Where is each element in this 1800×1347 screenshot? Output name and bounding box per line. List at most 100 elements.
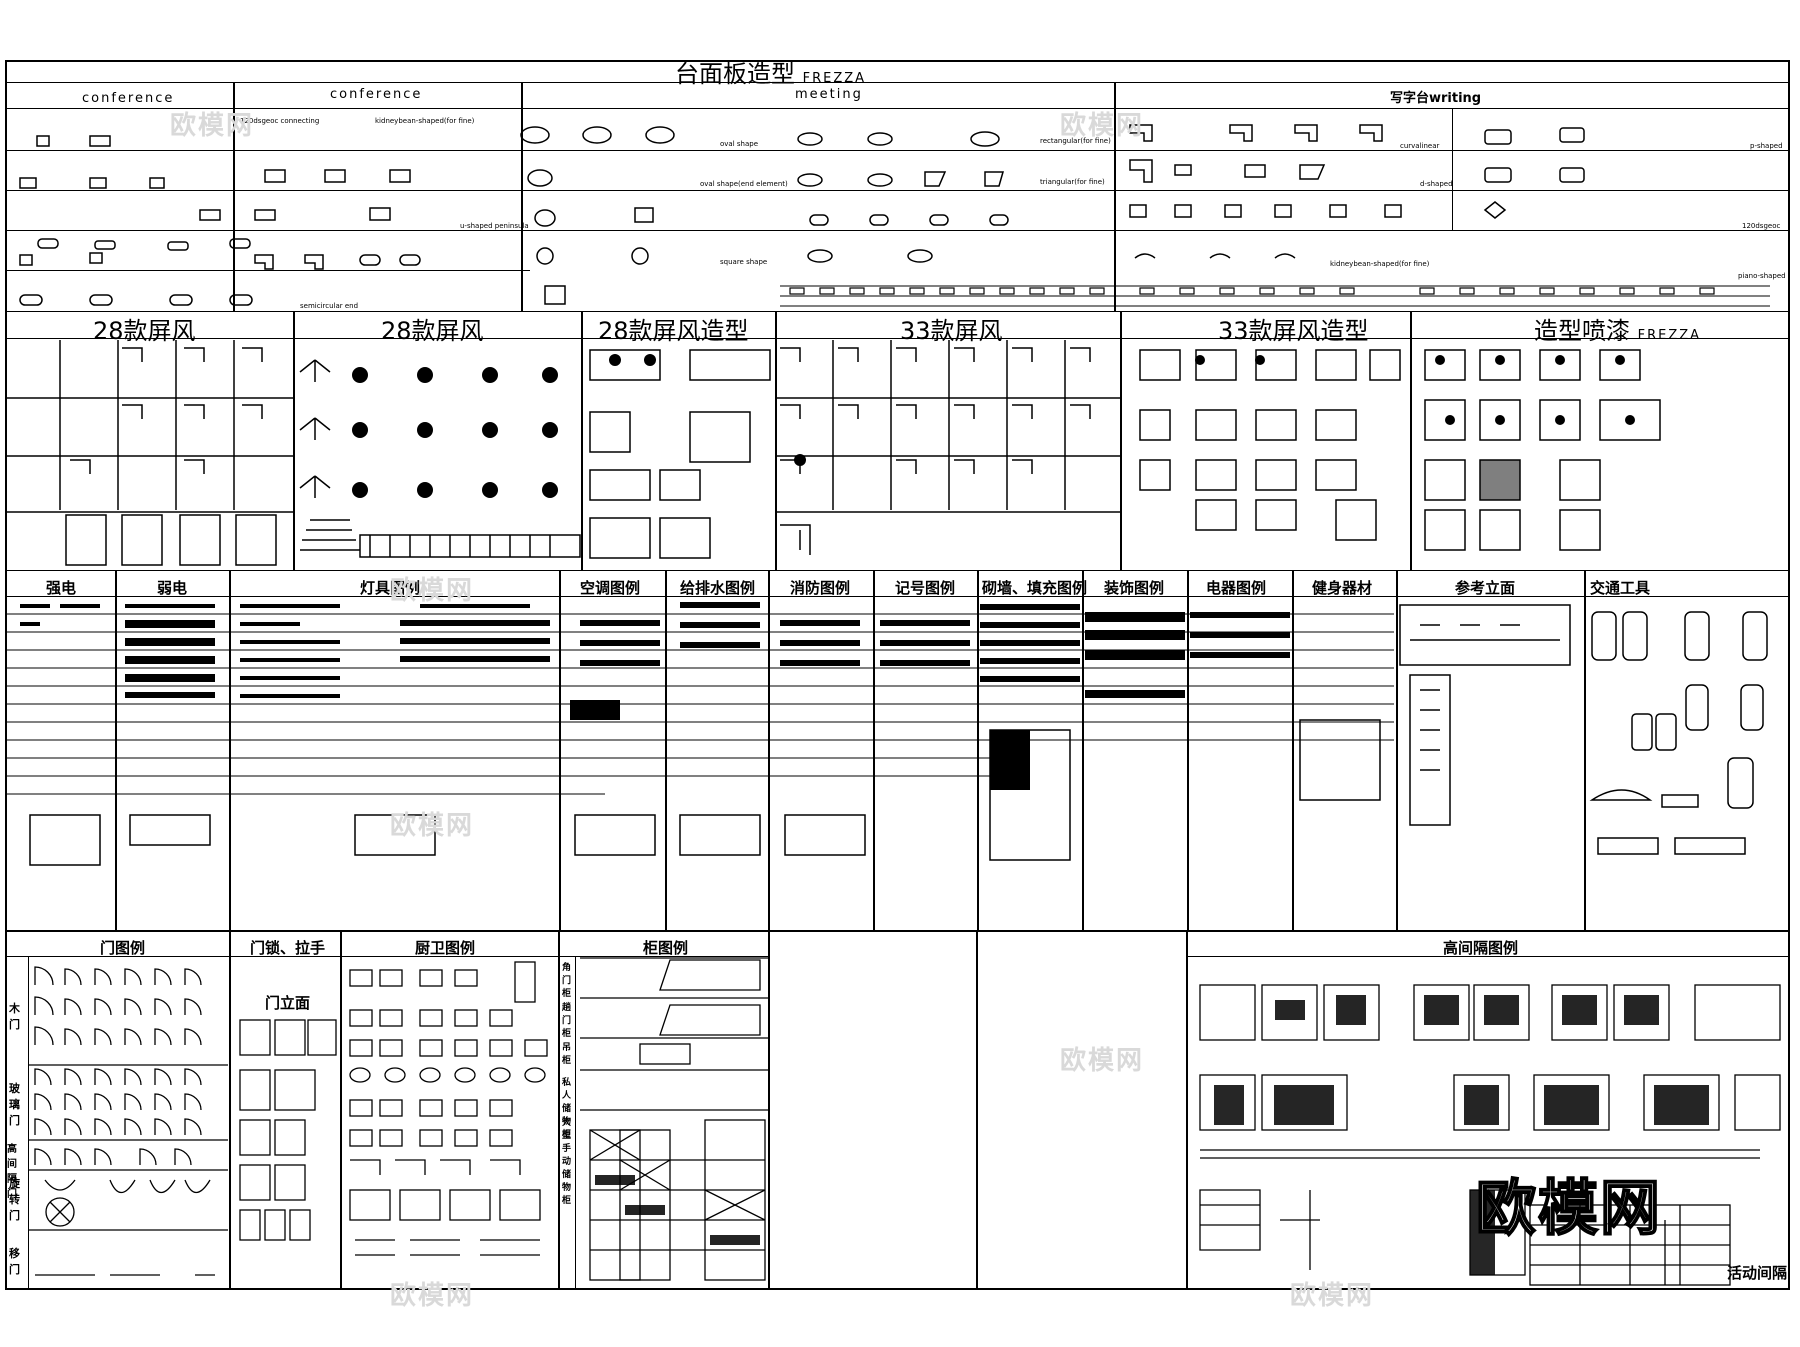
header-mark: 记号图例: [895, 579, 956, 597]
door-side-divider: [28, 956, 29, 1290]
note: oval shape: [720, 140, 759, 148]
note: 120dsgeoc connecting: [240, 117, 320, 125]
header-conference-a: conference: [82, 91, 175, 106]
header-screen28-c: 28款屏风造型: [598, 317, 749, 345]
row1-grid: [5, 270, 530, 271]
header-weak: 弱电: [157, 579, 188, 597]
note: p-shaped: [1750, 142, 1783, 150]
door-side-label: 旋转门: [9, 1177, 20, 1222]
door-side-label: 玻璃门: [9, 1082, 20, 1127]
row4-blank-b: [976, 930, 1188, 1290]
note: kidneybean-shaped(for fine): [1330, 260, 1430, 268]
row3-fitness: [1292, 570, 1398, 932]
row3-deco: [1082, 570, 1189, 932]
header-door: 门图例: [100, 939, 146, 957]
row3-vehicle: [1584, 570, 1790, 932]
note: 120dsgeoc: [1742, 222, 1781, 230]
brand-logo: 欧模网: [1475, 1173, 1662, 1245]
header-strong: 强电: [46, 579, 77, 597]
row1-header-line: [5, 108, 1790, 109]
note: square shape: [720, 258, 768, 266]
row3-water: [665, 570, 770, 932]
header-wall: 砌墙、填充图例: [982, 579, 1088, 597]
watermark: 欧模网: [1060, 111, 1145, 141]
header-screen33-b: 33款屏风造型: [1218, 317, 1369, 345]
row3-appliance: [1187, 570, 1294, 932]
header-screen28-b: 28款屏风: [381, 317, 484, 345]
door-side-label: 木门: [9, 1002, 20, 1031]
header-partition: 高间隔图例: [1443, 939, 1519, 957]
cabinet-side-divider: [575, 956, 576, 1290]
row1-grid: [5, 190, 1790, 191]
watermark: 欧模网: [390, 1281, 475, 1311]
note: kidneybean-shaped(for fine): [375, 117, 475, 125]
door-side-label: 移门: [9, 1247, 20, 1276]
watermark: 欧模网: [390, 576, 475, 606]
header-appliance: 电器图例: [1206, 579, 1267, 597]
row4-header-line: [5, 956, 770, 957]
screen-layouts: [5, 340, 1661, 566]
label-door-elev: 门立面: [265, 994, 311, 1012]
note: curvalinear: [1400, 142, 1440, 150]
row4-kitchen: [340, 930, 560, 1290]
watermark: 欧模网: [1290, 1281, 1375, 1311]
note: u-shaped peninsula: [460, 222, 529, 230]
header-vehicle: 交通工具: [1590, 579, 1651, 597]
row4-lock: [229, 930, 342, 1290]
row3-weak: [115, 570, 231, 932]
header-kitchen: 厨卫图例: [415, 939, 476, 957]
row3-hvac: [559, 570, 667, 932]
header-cabinet: 柜图例: [643, 939, 689, 957]
row4-drawings: [28, 957, 1781, 1286]
header-conference-b: conference: [330, 87, 423, 102]
note: d-shaped: [1420, 180, 1453, 188]
cabinet-side-label: 大型手动储物柜: [562, 1118, 572, 1206]
sheet-title-text: 台面板造型: [675, 60, 795, 88]
row3-header-line: [5, 596, 1790, 597]
note: piano-shaped: [1738, 272, 1786, 280]
row4-header-line: [1186, 956, 1790, 957]
header-spray-text: 造型喷漆: [1534, 317, 1630, 345]
header-screen33-a: 33款屏风: [900, 317, 1003, 345]
legend-rows: [5, 602, 1768, 866]
row3-fire: [768, 570, 875, 932]
row3-elev: [1396, 570, 1586, 932]
watermark: 欧模网: [170, 111, 255, 141]
header-meeting: meeting: [795, 87, 863, 102]
header-water: 给排水图例: [680, 579, 756, 597]
header-hvac: 空调图例: [580, 579, 641, 597]
note: rectangular(for fine): [1040, 137, 1111, 145]
row4-door: [5, 930, 231, 1290]
header-spray: 造型喷漆 FREZZA: [1534, 311, 1701, 346]
watermark: 欧模网: [390, 811, 475, 841]
countertop-symbols: [19, 124, 1770, 307]
label-movable: 活动间隔: [1727, 1264, 1788, 1282]
note: triangular(for fine): [1040, 178, 1105, 186]
cabinet-side-label: 吊柜: [562, 1043, 572, 1066]
row4-partition: [1186, 930, 1790, 1290]
header-fire: 消防图例: [790, 579, 851, 597]
row3-lamp: [229, 570, 561, 932]
header-deco: 装饰图例: [1104, 579, 1165, 597]
header-elev: 参考立面: [1455, 579, 1516, 597]
cabinet-side-label: 趟门柜: [562, 1003, 572, 1039]
cabinet-side-label: 私人储物柜: [562, 1078, 572, 1140]
header-lock: 门锁、拉手: [250, 939, 326, 957]
header-lamp: 灯具图例: [360, 579, 421, 597]
row3-strong: [5, 570, 117, 932]
row1-grid: [5, 230, 1790, 231]
row3-mark: [873, 570, 979, 932]
note: oval shape(end element): [700, 180, 788, 188]
header-spray-brand: FREZZA: [1637, 328, 1702, 343]
header-screen28-a: 28款屏风: [93, 317, 196, 345]
note: semicircular end: [300, 302, 359, 310]
row2-header-line: [5, 338, 1790, 339]
door-side-label: 高间隔门: [7, 1144, 17, 1200]
row1-grid: [5, 150, 1790, 151]
row3-wall: [977, 570, 1084, 932]
header-writing: 写字台writing: [1390, 91, 1482, 106]
cabinet-side-label: 角门柜: [562, 963, 572, 999]
header-fitness: 健身器材: [1312, 579, 1373, 597]
writing-divider: [1452, 108, 1453, 230]
watermark: 欧模网: [1060, 1046, 1145, 1076]
